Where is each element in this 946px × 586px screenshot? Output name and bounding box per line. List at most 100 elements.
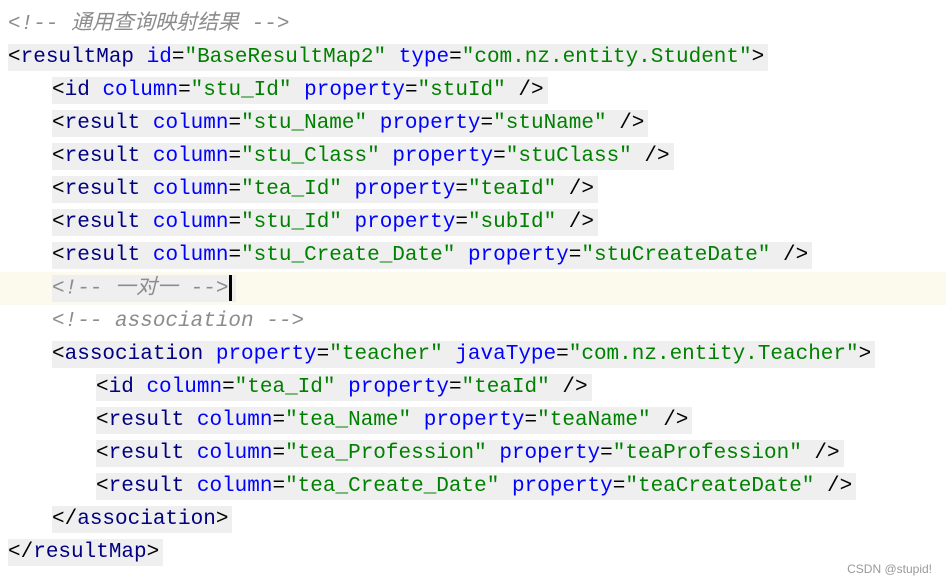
- code-line[interactable]: <result column="stu_Name" property="stuN…: [0, 107, 946, 140]
- code-line[interactable]: <id column="tea_Id" property="teaId" />: [0, 371, 946, 404]
- space: [184, 409, 197, 432]
- xml-comment: <!-- association -->: [52, 310, 305, 333]
- code-line-content: <result column="stu_Class" property="stu…: [52, 143, 674, 170]
- code-line-content: <!-- 通用查询映射结果 -->: [8, 11, 293, 38]
- tag-bracket: >: [751, 46, 765, 69]
- attribute-name: column: [152, 112, 229, 135]
- tag-name: id: [108, 376, 134, 399]
- tag-bracket: />: [562, 376, 588, 399]
- tag-name: result: [64, 178, 141, 201]
- attribute-value: "teacher": [329, 343, 443, 366]
- tag-bracket: <: [52, 211, 65, 234]
- code-line[interactable]: </association>: [0, 503, 946, 536]
- tag-name: result: [108, 409, 185, 432]
- space: [184, 475, 197, 498]
- code-line-content: <resultMap id="BaseResultMap2" type="com…: [8, 44, 769, 71]
- code-line[interactable]: </resultMap>: [0, 536, 946, 569]
- code-line[interactable]: <result column="stu_Id" property="subId"…: [0, 206, 946, 239]
- attribute-name: id: [146, 46, 172, 69]
- space: [140, 145, 153, 168]
- space: [814, 475, 827, 498]
- code-line-current[interactable]: <!-- 一对一 -->: [0, 272, 946, 305]
- equals-sign: =: [228, 244, 242, 267]
- attribute-name: column: [152, 211, 229, 234]
- attribute-name: type: [398, 46, 450, 69]
- equals-sign: =: [568, 244, 582, 267]
- attribute-value: "com.nz.entity.Student": [461, 46, 752, 69]
- tag-name: result: [64, 211, 141, 234]
- equals-sign: =: [228, 211, 242, 234]
- code-line[interactable]: <result column="tea_Profession" property…: [0, 437, 946, 470]
- space: [556, 211, 569, 234]
- tag-bracket: />: [663, 409, 689, 432]
- code-line[interactable]: <result column="tea_Create_Date" propert…: [0, 470, 946, 503]
- code-line[interactable]: <result column="stu_Create_Date" propert…: [0, 239, 946, 272]
- code-line[interactable]: <!-- 通用查询映射结果 -->: [0, 8, 946, 41]
- equals-sign: =: [272, 409, 286, 432]
- code-line[interactable]: <id column="stu_Id" property="stuId" />: [0, 74, 946, 107]
- code-line[interactable]: <result column="tea_Name" property="teaN…: [0, 404, 946, 437]
- equals-sign: =: [316, 343, 330, 366]
- tag-bracket: />: [783, 244, 809, 267]
- equals-sign: =: [449, 46, 462, 69]
- tag-bracket: />: [568, 178, 594, 201]
- space: [203, 343, 216, 366]
- attribute-value: "stuName": [493, 112, 607, 135]
- attribute-value: "teaName": [537, 409, 651, 432]
- tag-name: result: [108, 475, 185, 498]
- equals-sign: =: [222, 376, 235, 399]
- code-line-content: </resultMap>: [8, 539, 164, 566]
- attribute-value: "tea_Id": [234, 376, 336, 399]
- attribute-name: property: [354, 178, 456, 201]
- attribute-value: "teaId": [467, 178, 557, 201]
- equals-sign: =: [493, 145, 506, 168]
- attribute-value: "stu_Id": [241, 211, 342, 234]
- attribute-value: "subId": [467, 211, 557, 234]
- equals-sign: =: [272, 442, 286, 465]
- attribute-value: "tea_Profession": [285, 442, 487, 465]
- tag-name: association: [64, 343, 204, 366]
- tag-bracket: </: [52, 508, 78, 531]
- space: [140, 244, 153, 267]
- space: [556, 178, 569, 201]
- tag-bracket: <: [96, 409, 109, 432]
- tag-bracket: <: [52, 145, 65, 168]
- tag-name: result: [108, 442, 185, 465]
- tag-bracket: <: [96, 376, 109, 399]
- code-line-content: <result column="stu_Create_Date" propert…: [52, 242, 813, 269]
- code-line[interactable]: <association property="teacher" javaType…: [0, 338, 946, 371]
- space: [342, 211, 355, 234]
- attribute-value: "stuId": [417, 79, 506, 102]
- code-line-content: <result column="tea_Name" property="teaN…: [96, 407, 693, 434]
- tag-bracket: />: [644, 145, 670, 168]
- code-line[interactable]: <resultMap id="BaseResultMap2" type="com…: [0, 41, 946, 74]
- space: [342, 178, 355, 201]
- space: [499, 475, 512, 498]
- equals-sign: =: [228, 178, 242, 201]
- code-line[interactable]: <result column="tea_Id" property="teaId"…: [0, 173, 946, 206]
- text-cursor: [229, 275, 233, 301]
- tag-bracket: >: [858, 343, 872, 366]
- tag-name: result: [64, 112, 141, 135]
- attribute-name: property: [423, 409, 525, 432]
- attribute-name: property: [499, 442, 601, 465]
- equals-sign: =: [272, 475, 286, 498]
- code-line-content: </association>: [52, 506, 233, 533]
- attribute-value: "teaId": [461, 376, 550, 399]
- attribute-name: column: [196, 475, 273, 498]
- xml-comment: <!-- 一对一 -->: [52, 277, 229, 301]
- code-line[interactable]: <result column="stu_Class" property="stu…: [0, 140, 946, 173]
- code-line-content: <result column="stu_Name" property="stuN…: [52, 110, 649, 137]
- attribute-value: "teaCreateDate": [625, 475, 815, 498]
- attribute-value: "stu_Create_Date": [241, 244, 456, 267]
- tag-bracket: <: [52, 178, 65, 201]
- code-line[interactable]: <!-- association -->: [0, 305, 946, 338]
- equals-sign: =: [404, 79, 418, 102]
- code-line-content: <result column="stu_Id" property="subId"…: [52, 209, 598, 236]
- equals-sign: =: [480, 112, 494, 135]
- attribute-value: "com.nz.entity.Teacher": [568, 343, 859, 366]
- space: [506, 79, 519, 102]
- space: [607, 112, 620, 135]
- code-line-content: <!-- association -->: [52, 308, 308, 335]
